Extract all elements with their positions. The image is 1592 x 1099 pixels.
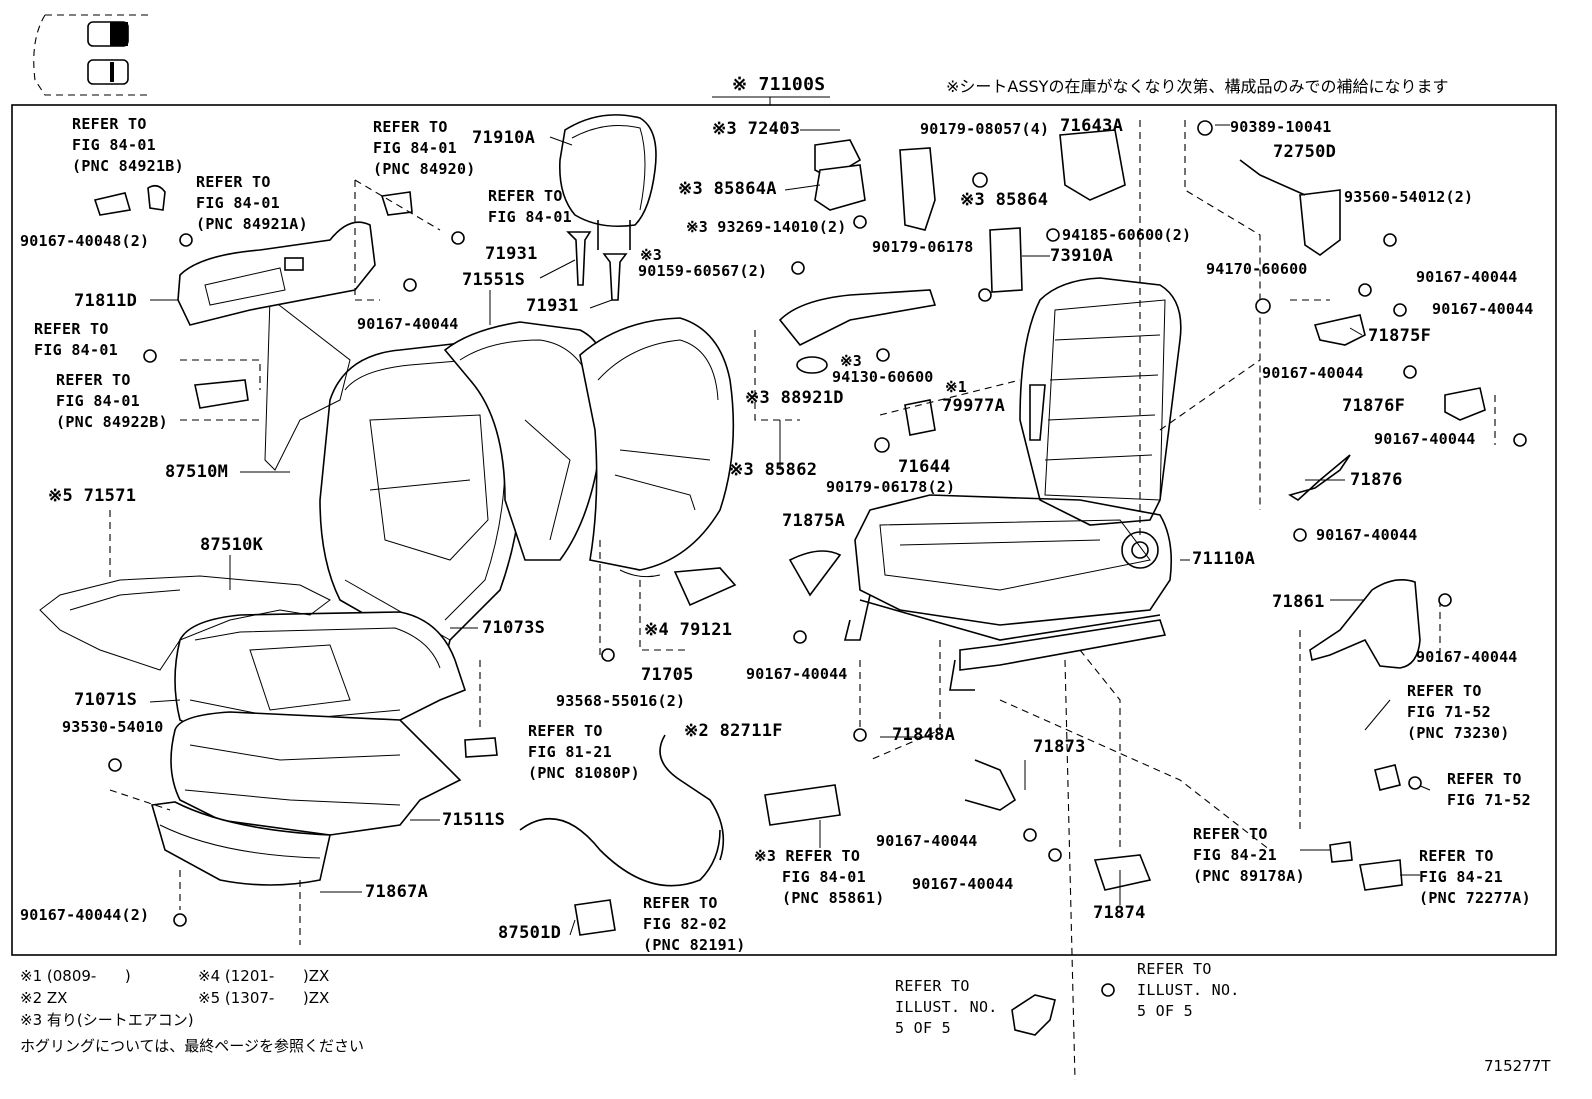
part-90167-40044-j[interactable]: 90167-40044 [1416, 648, 1518, 666]
part-90167-40044-d[interactable]: 90167-40044 [912, 875, 1014, 893]
seatback-cover-drawing [319, 317, 737, 662]
part-79121[interactable]: ※4 79121 [644, 620, 733, 640]
refer-fig-71-52-73230[interactable]: REFER TO FIG 71-52 (PNC 73230) [1407, 682, 1510, 742]
footnote-4: ※4 (1201- )ZX [198, 967, 330, 985]
part-82711F[interactable]: ※2 82711F [684, 721, 783, 741]
part-71511S[interactable]: 71511S [442, 810, 506, 830]
headrest-drawing [558, 114, 657, 301]
part-90167-40044-a[interactable]: 90167-40044 [357, 315, 459, 333]
part-71874[interactable]: 71874 [1093, 903, 1146, 923]
part-90167-40044-2[interactable]: 90167-40044(2) [20, 906, 150, 924]
part-88921D[interactable]: ※3 88921D [745, 388, 844, 408]
footnote-hog-ring: ホグリングについては、最終ページを参照ください [20, 1037, 364, 1055]
assembly-stock-note: ※シートASSYの在庫がなくなり次第、構成品のみでの補給になります [946, 77, 1449, 96]
part-71571[interactable]: ※5 71571 [48, 486, 137, 506]
footnote-2: ※2 ZX [20, 989, 68, 1007]
refer-fig-84-01-84921B[interactable]: REFER TO FIG 84-01 (PNC 84921B) [72, 115, 184, 175]
part-93568-55016[interactable]: 93568-55016(2) [556, 692, 686, 710]
part-71071S[interactable]: 71071S [74, 690, 138, 710]
refer-fig-84-01-84921A[interactable]: REFER TO FIG 84-01 (PNC 84921A) [196, 173, 308, 233]
part-90167-40044-e[interactable]: 90167-40044 [1416, 268, 1518, 286]
seat-frame-drawing [843, 277, 1182, 691]
part-87510M[interactable]: 87510M [165, 462, 229, 482]
refer-fig-84-01-84922B[interactable]: REFER TO FIG 84-01 (PNC 84922B) [56, 371, 168, 431]
part-90159-60567[interactable]: 90159-60567(2) [638, 262, 768, 280]
illustration-id: 715277T [1484, 1057, 1551, 1075]
fasteners [108, 120, 1527, 997]
part-71876[interactable]: 71876 [1350, 470, 1403, 490]
part-73910A[interactable]: 73910A [1050, 246, 1114, 266]
part-71848A[interactable]: 71848A [892, 725, 956, 745]
refer-fig-84-01-b[interactable]: REFER TO FIG 84-01 [34, 320, 118, 359]
part-90167-40044-h[interactable]: 90167-40044 [1374, 430, 1476, 448]
part-71110A[interactable]: 71110A [1192, 549, 1256, 569]
part-93269-14010[interactable]: ※3 93269-14010(2) [686, 218, 847, 236]
part-71644[interactable]: 71644 [898, 457, 951, 477]
seat-cushion-drawing [39, 297, 466, 886]
refer-fig-84-21-72277A[interactable]: REFER TO FIG 84-21 (PNC 72277A) [1419, 847, 1531, 907]
part-71861[interactable]: 71861 [1272, 592, 1325, 612]
part-90179-06178[interactable]: 90179-06178 [872, 238, 974, 256]
part-90389-10041[interactable]: 90389-10041 [1230, 118, 1332, 136]
part-90167-40044-g[interactable]: 90167-40044 [1262, 364, 1364, 382]
refer-illust-5-of-5-a[interactable]: REFER TO ILLUST. NO. 5 OF 5 [895, 977, 998, 1037]
part-72403[interactable]: ※3 72403 [712, 119, 801, 139]
small-parts-drawing [93, 129, 1486, 1036]
part-71876F[interactable]: 71876F [1342, 396, 1406, 416]
part-72750D[interactable]: 72750D [1273, 142, 1337, 162]
diagram-frame [11, 104, 1557, 956]
footnote-5: ※5 (1307- )ZX [198, 989, 330, 1007]
part-90179-06178-2[interactable]: 90179-06178(2) [826, 478, 956, 496]
part-94130-60600[interactable]: 94130-60600 [832, 368, 934, 386]
part-71811D[interactable]: 71811D [74, 291, 138, 311]
refer-fig-84-01-a[interactable]: REFER TO FIG 84-01 [488, 187, 572, 226]
footnote-1: ※1 (0809- ) [20, 967, 131, 985]
part-93560-54012[interactable]: 93560-54012(2) [1344, 188, 1474, 206]
part-93530-54010[interactable]: 93530-54010 [62, 718, 164, 736]
refer-illust-5-of-5-b[interactable]: REFER TO ILLUST. NO. 5 OF 5 [1137, 960, 1240, 1020]
part-71875F[interactable]: 71875F [1368, 326, 1432, 346]
part-87510K[interactable]: 87510K [200, 535, 264, 555]
vehicle-seat-position-icon [33, 14, 150, 96]
leader-lines [149, 124, 1431, 936]
mark-1-note: ※1 [945, 378, 967, 396]
part-71643A[interactable]: 71643A [1060, 116, 1124, 136]
footnote-3: ※3 有り(シートエアコン) [20, 1011, 194, 1029]
part-85864[interactable]: ※3 85864 [960, 190, 1049, 210]
part-90167-40048[interactable]: 90167-40048(2) [20, 232, 150, 250]
part-79977A[interactable]: 79977A [942, 396, 1006, 416]
part-85862[interactable]: ※3 85862 [729, 460, 818, 480]
mark-3-note-2: ※3 [840, 352, 862, 370]
part-71867A[interactable]: 71867A [365, 882, 429, 902]
part-71551S[interactable]: 71551S [462, 270, 526, 290]
part-90167-40044-b[interactable]: 90167-40044 [746, 665, 848, 683]
part-94170-60600[interactable]: 94170-60600 [1206, 260, 1308, 278]
part-87501D[interactable]: 87501D [498, 923, 562, 943]
dashed-leaders [109, 120, 1496, 1081]
refer-fig-84-01-85861[interactable]: ※3 REFER TO FIG 84-01 (PNC 85861) [754, 847, 885, 907]
refer-fig-84-21-89178A[interactable]: REFER TO FIG 84-21 (PNC 89178A) [1193, 825, 1305, 885]
part-71873[interactable]: 71873 [1033, 737, 1086, 757]
part-71931-lower[interactable]: 71931 [526, 296, 579, 316]
part-90167-40044-f[interactable]: 90167-40044 [1432, 300, 1534, 318]
part-71705[interactable]: 71705 [641, 665, 694, 685]
part-71910A[interactable]: 71910A [472, 128, 536, 148]
part-90167-40044-c[interactable]: 90167-40044 [876, 832, 978, 850]
assembly-code: ※ 71100S [732, 74, 826, 95]
part-90167-40044-i[interactable]: 90167-40044 [1316, 526, 1418, 544]
part-94185-60600[interactable]: 94185-60600(2) [1062, 226, 1192, 244]
part-71073S[interactable]: 71073S [482, 618, 546, 638]
refer-fig-81-21[interactable]: REFER TO FIG 81-21 (PNC 81080P) [528, 722, 640, 782]
mark-3-note: ※3 [640, 246, 662, 264]
refer-fig-71-52[interactable]: REFER TO FIG 71-52 [1447, 770, 1531, 809]
part-85864A[interactable]: ※3 85864A [678, 179, 777, 199]
refer-fig-84-01-84920[interactable]: REFER TO FIG 84-01 (PNC 84920) [373, 118, 476, 178]
part-90179-08057[interactable]: 90179-08057(4) [920, 120, 1050, 138]
part-71931-upper[interactable]: 71931 [485, 244, 538, 264]
part-71875A[interactable]: 71875A [782, 511, 846, 531]
refer-fig-82-02[interactable]: REFER TO FIG 82-02 (PNC 82191) [643, 894, 746, 954]
